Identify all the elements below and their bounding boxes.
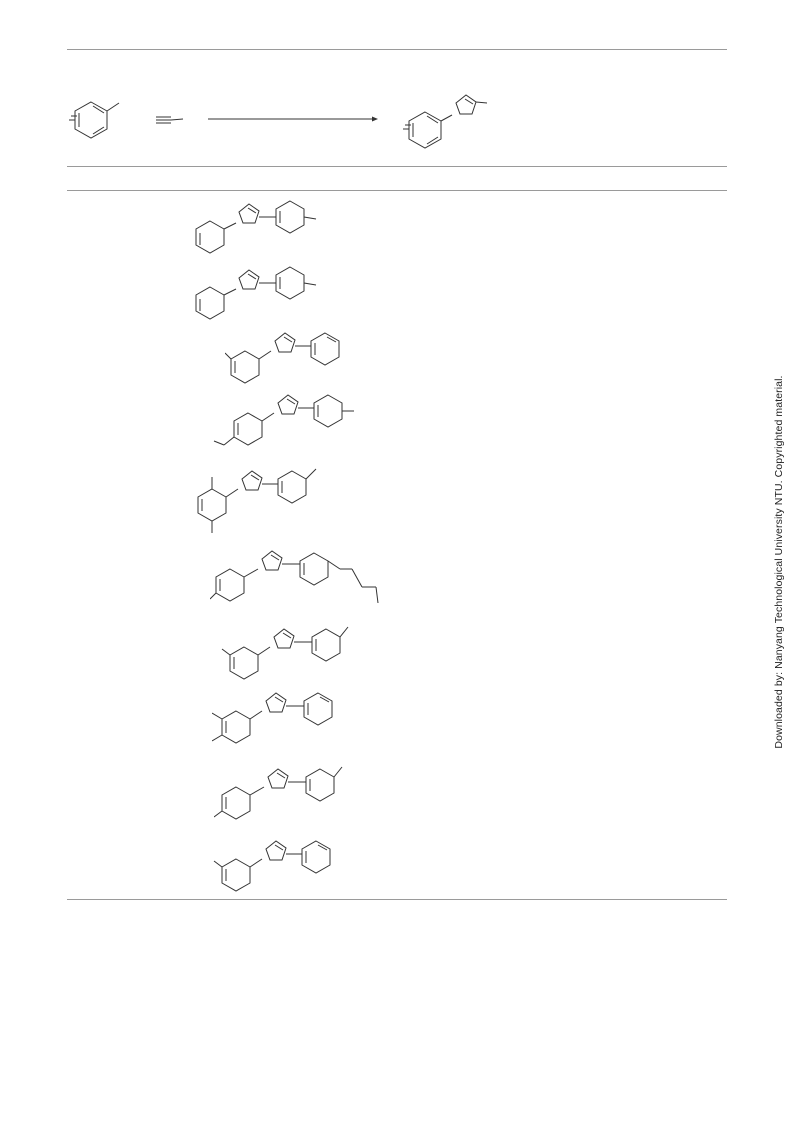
entry-8-structure <box>212 692 333 744</box>
entry-1-structure <box>195 200 317 254</box>
entry-9-structure <box>214 766 343 820</box>
top-rule <box>67 49 727 50</box>
entry-4-structure <box>213 394 354 446</box>
download-watermark-text: Downloaded by: Nanyang Technological Uni… <box>773 375 785 749</box>
entry-6-structure <box>210 550 379 604</box>
reactant-toluene-structure <box>69 101 120 139</box>
product-isoxazole-structure <box>403 94 488 149</box>
entry-3-structure <box>225 332 340 384</box>
entry-10-structure <box>213 840 331 892</box>
header-bottom-rule <box>67 190 727 191</box>
reaction-scheme <box>69 94 488 149</box>
reactant-alkyne-structure <box>156 116 184 124</box>
scheme-bottom-rule <box>67 166 727 167</box>
reaction-arrow <box>208 116 378 122</box>
entry-5-structure <box>197 468 317 533</box>
entry-7-structure <box>221 626 349 680</box>
product-structures-column <box>180 195 400 895</box>
entry-2-structure <box>195 266 317 320</box>
table-bottom-rule <box>67 899 727 900</box>
